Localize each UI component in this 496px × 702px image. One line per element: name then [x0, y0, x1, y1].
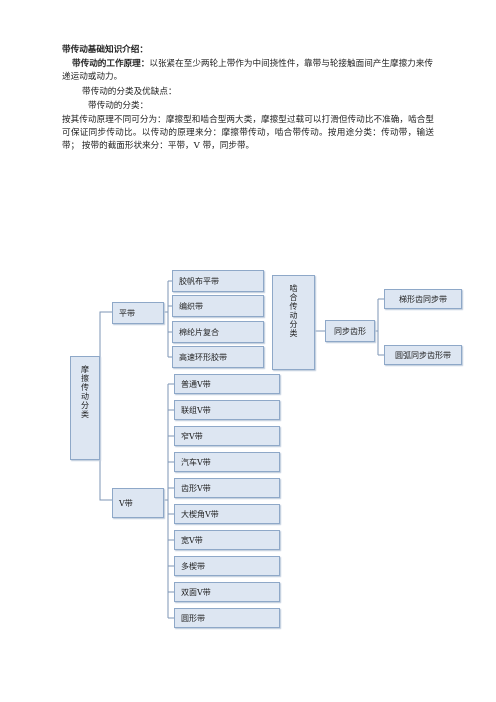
- connector-root-v: [99, 405, 112, 501]
- v-item-6: 宽V带: [174, 530, 280, 550]
- v-item-7: 多楔带: [174, 556, 280, 576]
- classification-text: 按其传动原理不同可分为：摩擦型和啮合型两大类，摩擦型过载可以打滑但传动比不准确，…: [62, 115, 434, 151]
- v-item-9: 圆形带: [174, 608, 280, 628]
- root-friction-label: 摩擦传动分类: [80, 365, 90, 419]
- flat-belt-label: 平带: [119, 308, 135, 318]
- flat-item-2: 棉纶片复合: [172, 321, 264, 343]
- v-item-8: 双面V带: [174, 582, 280, 602]
- mesh-root-label: 啮合传动分类: [289, 284, 298, 338]
- v-belt-label: V带: [119, 498, 133, 508]
- types-heading: 带传动的分类及优缺点：: [82, 87, 177, 97]
- connector-root-flat: [99, 311, 112, 405]
- flat-item-1: 编织带: [172, 295, 264, 317]
- v-item-3: 汽车V带: [174, 452, 280, 472]
- principle-text: 以张紧在至少两轮上带作为中间挠性件，靠带与轮接触面间产生摩擦力来传递运动或动力。: [62, 59, 433, 82]
- principle-label: 带传动的工作原理：: [72, 59, 150, 69]
- v-belt-box: V带: [112, 488, 164, 518]
- flat-belt-box: 平带: [112, 302, 164, 324]
- mesh-root-box: 啮合传动分类: [272, 275, 315, 370]
- root-friction-box: 摩擦传动分类: [70, 356, 100, 460]
- v-item-0: 普通V带: [174, 374, 280, 394]
- mesh-item-0: 梯形齿同步带: [384, 289, 462, 309]
- sync-tooth-label: 同步齿形: [334, 326, 366, 336]
- flat-item-0: 胶帆布平带: [172, 270, 264, 292]
- v-item-1: 联组V带: [174, 400, 280, 420]
- doc-title: 带传动基础知识介绍：: [62, 45, 148, 55]
- flat-item-3: 高速环形胶带: [172, 346, 264, 368]
- principle-paragraph: 带传动的工作原理：以张紧在至少两轮上带作为中间挠性件，靠带与轮接触面间产生摩擦力…: [62, 58, 434, 84]
- sync-tooth-box: 同步齿形: [325, 320, 375, 342]
- v-item-4: 齿形V带: [174, 478, 280, 498]
- classification-heading: 带传动的分类：: [88, 101, 149, 111]
- v-item-5: 大楔角V带: [174, 504, 280, 524]
- v-item-2: 窄V带: [174, 426, 280, 446]
- mesh-item-1: 圆弧同步齿形带: [384, 345, 462, 365]
